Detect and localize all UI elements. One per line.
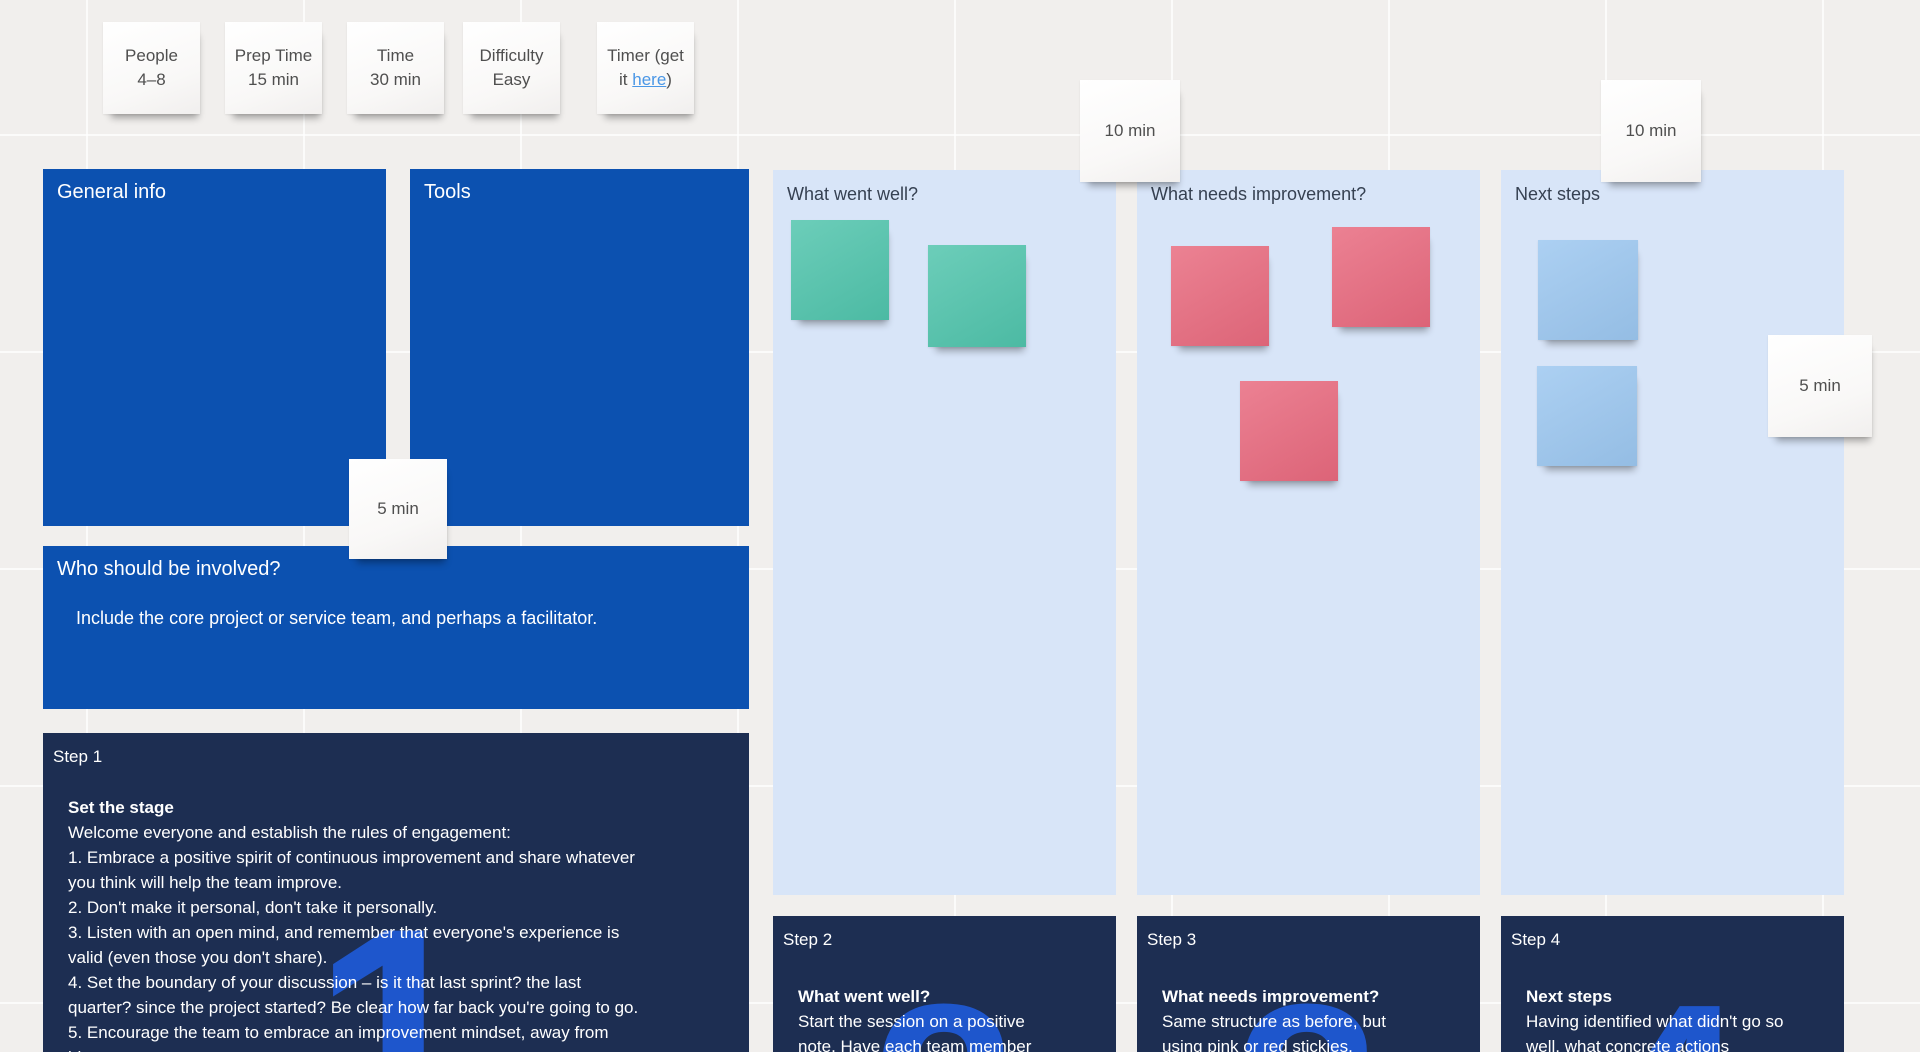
panel-title: Tools [424, 181, 471, 203]
timer-sticky-note[interactable]: 5 min [1768, 335, 1872, 437]
step-numeral-watermark: 2 [872, 966, 1017, 1052]
step-text: Same structure as before, but using pink… [1162, 1012, 1386, 1052]
sticky-line: 15 min [247, 70, 300, 89]
step-title: What went well? [798, 987, 931, 1006]
step-label: Step 1 [53, 747, 103, 766]
timer-duration-label: 10 min [1625, 121, 1677, 140]
panel-step-3[interactable]: 3 Step 3 What needs improvement? Same str… [1137, 916, 1480, 1052]
step-body: What went well? Start the session on a po… [798, 984, 1060, 1052]
panel-title: Who should be involved? [57, 558, 281, 580]
sticky-note-people[interactable]: People 4–8 [103, 22, 200, 114]
timer-sticky-note[interactable]: 5 min [349, 459, 447, 559]
sticky-line: 4–8 [137, 70, 166, 89]
timer-text-prefix: Timer (get it [607, 46, 684, 89]
sticky-note[interactable] [1171, 246, 1269, 346]
step-text: Start the session on a positive note. Ha… [798, 1012, 1032, 1052]
sticky-note[interactable] [1332, 227, 1430, 327]
sticky-line: 30 min [369, 70, 422, 89]
sticky-note-prep-time[interactable]: Prep Time 15 min [225, 22, 322, 114]
sticky-note[interactable] [1538, 240, 1638, 340]
column-title: Next steps [1515, 184, 1601, 204]
sticky-line: Easy [492, 70, 531, 89]
sticky-line: Time [376, 46, 415, 65]
step-body: What needs improvement? Same structure as… [1162, 984, 1424, 1052]
panel-step-2[interactable]: 2 Step 2 What went well? Start the sessio… [773, 916, 1116, 1052]
timer-sticky-note[interactable]: 10 min [1601, 80, 1701, 182]
sticky-note-difficulty[interactable]: Difficulty Easy [463, 22, 560, 114]
sticky-note[interactable] [1537, 366, 1637, 466]
column-title: What needs improvement? [1151, 184, 1367, 204]
step-label: Step 2 [783, 930, 833, 949]
sticky-line: Difficulty [479, 46, 544, 65]
sticky-line: Prep Time [234, 46, 313, 65]
sticky-note-timer[interactable]: Timer (get it here) [597, 22, 694, 114]
timer-sticky-text: Timer (get it here) [601, 44, 690, 92]
timer-here-link[interactable]: here [632, 70, 667, 89]
panel-title: General info [57, 181, 166, 203]
timer-duration-label: 5 min [1799, 376, 1841, 395]
step-numeral-watermark: 1 [312, 865, 480, 1052]
sticky-note-time[interactable]: Time 30 min [347, 22, 444, 114]
step-numeral-watermark: 4 [1600, 966, 1745, 1052]
step-text: Welcome everyone and establish the rules… [68, 823, 639, 1052]
step-label: Step 3 [1147, 930, 1197, 949]
step-title: Set the stage [68, 798, 174, 817]
panel-tools[interactable]: Tools [410, 169, 749, 526]
step-label: Step 4 [1511, 930, 1561, 949]
sticky-line: People [125, 46, 178, 65]
panel-body: Include the core project or service team… [76, 608, 598, 628]
step-numeral-watermark: 3 [1236, 966, 1381, 1052]
column-title: What went well? [787, 184, 919, 204]
sticky-note[interactable] [928, 245, 1026, 347]
panel-general-info[interactable]: General info [43, 169, 386, 526]
step-text: Having identified what didn't go so well… [1526, 1012, 1784, 1052]
timer-duration-label: 5 min [377, 499, 419, 518]
timer-duration-label: 10 min [1104, 121, 1156, 140]
sticky-note[interactable] [791, 220, 889, 320]
timer-sticky-note[interactable]: 10 min [1080, 80, 1180, 182]
step-title: Next steps [1526, 987, 1612, 1006]
timer-text-suffix: ) [666, 70, 672, 89]
sticky-note[interactable] [1240, 381, 1338, 481]
step-title: What needs improvement? [1162, 987, 1380, 1006]
panel-who-should-be-involved[interactable]: Who should be involved? Include the core… [43, 546, 749, 709]
